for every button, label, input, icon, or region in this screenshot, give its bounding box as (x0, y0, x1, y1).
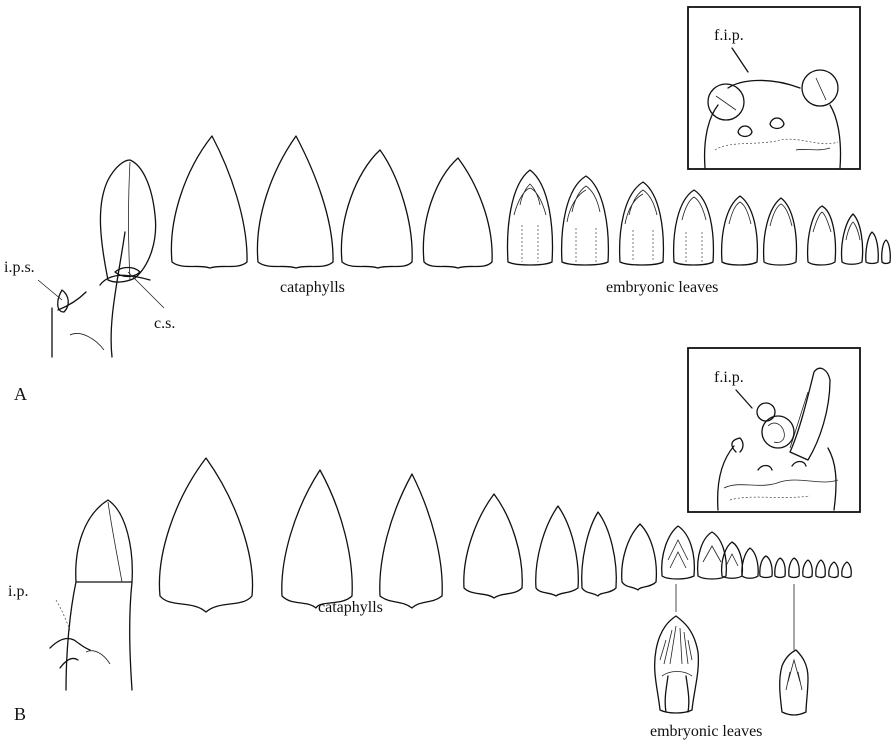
ips-label: i.p.s. (4, 259, 35, 276)
stem-a (52, 160, 156, 357)
enlarged-leaf-1 (655, 584, 699, 713)
ip-label: i.p. (8, 583, 28, 600)
panel-b: f.i.p. i.p. cataphylls embryonic leaves … (8, 348, 860, 740)
panel-a: f.i.p. i.p.s. c.s. cataphylls embryonic … (4, 7, 890, 404)
panel-letter-a: A (14, 384, 27, 404)
embryonic-leaf (742, 548, 758, 578)
inset-b: f.i.p. (688, 348, 860, 512)
cataphylls-a (171, 136, 492, 268)
panel-letter-b: B (14, 704, 26, 724)
embryonic-leaf (808, 206, 836, 265)
embryonic-leaf (866, 232, 878, 264)
embryonic-leaves-a (508, 170, 891, 265)
embryonic-leaf (722, 196, 758, 265)
fip-label-b: f.i.p. (714, 369, 744, 386)
embryonic-leaf (882, 240, 891, 264)
embryonic-leaf (842, 214, 863, 264)
embryonic-leaf (662, 526, 695, 579)
stem-b (50, 500, 132, 690)
embryonic-leaves-label-b: embryonic leaves (650, 723, 762, 740)
embryonic-leaf (508, 170, 553, 265)
cs-label: c.s. (154, 315, 175, 332)
embryonic-leaf (722, 542, 743, 578)
cs-leader (128, 272, 164, 308)
enlarged-leaf-2 (780, 584, 808, 715)
embryonic-leaf (842, 562, 851, 578)
embryonic-leaf (803, 560, 812, 578)
embryonic-leaf (789, 558, 799, 578)
inset-a: f.i.p. (688, 7, 860, 169)
embryonic-leaf (562, 176, 609, 265)
embryonic-leaf (775, 558, 785, 578)
cataphylls-b (159, 458, 656, 612)
embryonic-leaves-label-a: embryonic leaves (606, 279, 718, 296)
embryonic-leaf (816, 560, 825, 578)
embryonic-leaf (829, 562, 838, 578)
embryonic-leaf (620, 182, 664, 265)
embryonic-leaf (764, 198, 797, 265)
embryonic-leaf (674, 190, 714, 265)
embryonic-leaves-b (662, 526, 852, 579)
cataphylls-label-a: cataphylls (280, 279, 345, 296)
ips-leader (38, 280, 62, 300)
fip-label-a: f.i.p. (714, 27, 744, 44)
embryonic-leaf (760, 556, 772, 578)
cataphylls-label-b: cataphylls (318, 599, 383, 616)
